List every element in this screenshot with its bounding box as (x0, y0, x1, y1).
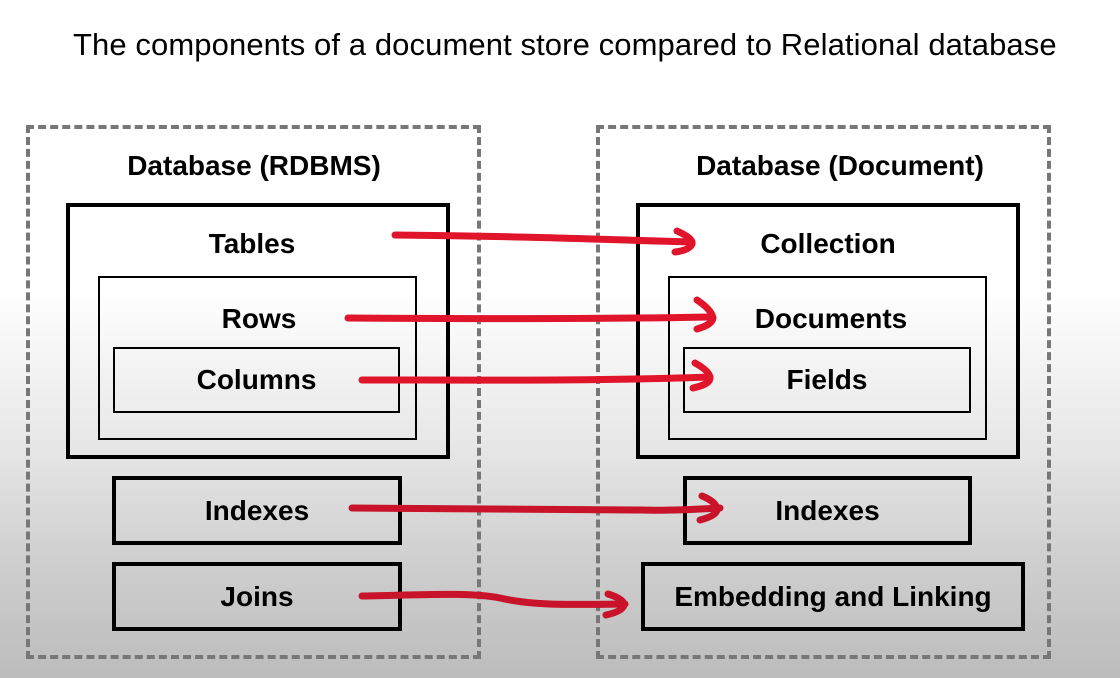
document-indexes-label: Indexes (775, 494, 880, 526)
rdbms-database-group (26, 125, 481, 659)
fields-label: Fields (786, 364, 868, 395)
document-database-group (596, 125, 1051, 659)
joins-box: Joins (112, 562, 402, 631)
columns-label: Columns (196, 364, 317, 395)
diagram-title: The components of a document store compa… (73, 27, 1057, 62)
rows-label: Rows (221, 303, 297, 334)
rdbms-indexes-label: Indexes (204, 494, 310, 526)
rdbms-heading: Database (RDBMS) (127, 150, 381, 181)
embedding-label: Embedding and Linking (674, 580, 992, 612)
rows-box (98, 276, 417, 440)
tables-label: Tables (208, 228, 296, 259)
rdbms-indexes-box: Indexes (112, 476, 402, 545)
documents-label: Documents (754, 303, 908, 334)
document-indexes-box: Indexes (683, 476, 972, 545)
embedding-box: Embedding and Linking (641, 562, 1025, 631)
collection-label: Collection (760, 228, 896, 259)
document-heading: Database (Document) (696, 150, 984, 181)
joins-label: Joins (220, 580, 294, 612)
columns-box: Columns (113, 347, 400, 413)
documents-box (668, 276, 987, 440)
fields-box: Fields (683, 347, 971, 413)
tables-box (66, 203, 450, 459)
collection-box (636, 203, 1020, 459)
